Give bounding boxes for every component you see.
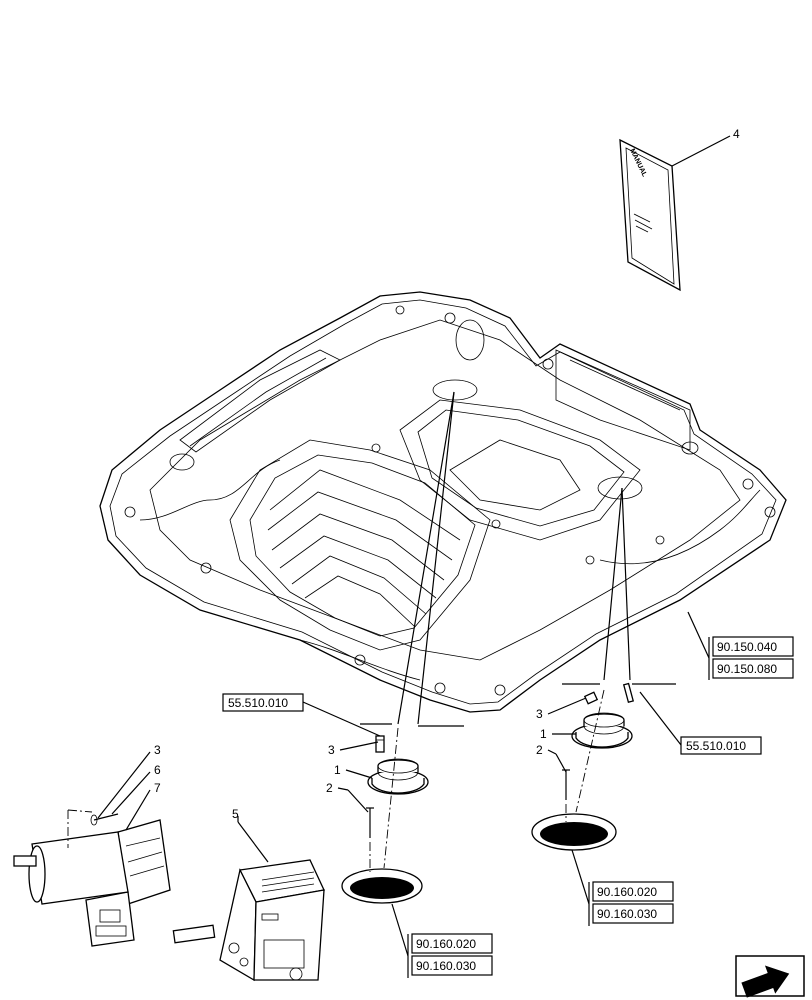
callout-7: 7 xyxy=(154,781,161,795)
speaker-grille-left xyxy=(341,868,423,904)
leader-center-b xyxy=(417,391,455,725)
next-page-arrow-icon[interactable] xyxy=(735,955,805,1000)
mounting-bracket xyxy=(13,819,171,947)
ref-box-55-510-010-right[interactable] xyxy=(680,736,762,755)
speaker-left xyxy=(367,758,429,795)
clip-left xyxy=(375,735,385,753)
ref-90-160-020-left: 90.160.020 xyxy=(416,937,476,951)
speaker-grille-right xyxy=(531,813,617,851)
ref-90-160-030-right: 90.160.030 xyxy=(597,907,657,921)
leader-right-a xyxy=(603,487,623,681)
ref-90-160-020-right: 90.160.020 xyxy=(597,885,657,899)
callout-6: 6 xyxy=(154,763,161,777)
callout-2-left: 2 xyxy=(326,781,333,795)
ref-box-90-150-040[interactable] xyxy=(712,636,794,657)
callout-3-bracket: 3 xyxy=(154,743,161,757)
ref-box-90-160-020-right[interactable] xyxy=(592,881,674,902)
callout-1-left: 1 xyxy=(334,763,341,777)
leader-center-a xyxy=(397,391,455,725)
ref-55-510-010-left: 55.510.010 xyxy=(228,696,288,710)
screw-right xyxy=(562,769,570,800)
operator-manual: MANUAL xyxy=(619,138,681,292)
callout-3-right: 3 xyxy=(536,707,543,721)
callout-3-left: 3 xyxy=(328,743,335,757)
radio-unit xyxy=(172,859,325,982)
ref-box-90-160-030-left[interactable] xyxy=(411,955,493,976)
callout-1-right: 1 xyxy=(540,727,547,741)
ref-90-150-040: 90.150.040 xyxy=(717,640,777,654)
clip-right xyxy=(583,682,635,705)
speaker-right xyxy=(571,712,633,749)
ref-box-90-150-080[interactable] xyxy=(712,658,794,679)
ref-box-90-160-020-left[interactable] xyxy=(411,933,493,954)
callout-2-right: 2 xyxy=(536,743,543,757)
leader-right-b xyxy=(621,487,631,681)
cab-roof xyxy=(99,291,787,713)
callout-4: 4 xyxy=(733,127,740,141)
screw-left xyxy=(366,807,374,838)
callout-5: 5 xyxy=(232,807,239,821)
ref-90-160-030-left: 90.160.030 xyxy=(416,959,476,973)
ref-90-150-080: 90.150.080 xyxy=(717,662,777,676)
ref-box-90-160-030-right[interactable] xyxy=(592,903,674,924)
screw-6 xyxy=(90,813,119,826)
ref-55-510-010-right: 55.510.010 xyxy=(686,739,746,753)
leader-4 xyxy=(671,135,731,167)
